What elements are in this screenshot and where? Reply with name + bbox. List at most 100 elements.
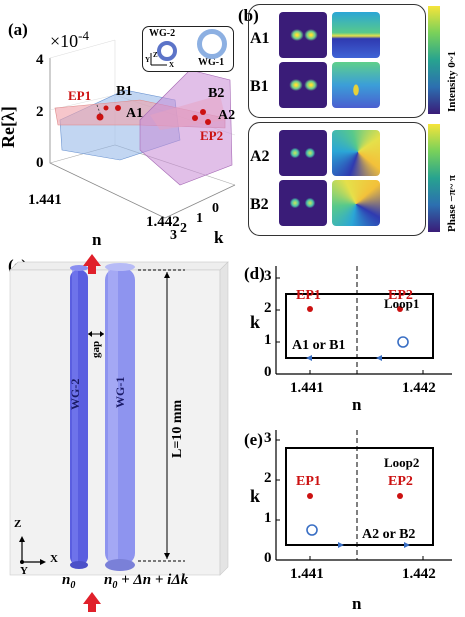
label-ep2: EP2 — [200, 128, 224, 143]
loop2-plot — [275, 430, 452, 561]
waveguide-inset: WG-2 WG-1 Y Z X — [142, 26, 234, 72]
ztick-1: 1 — [196, 211, 203, 226]
e-ytick-1: 1 — [264, 510, 272, 526]
axis-frame-right — [164, 184, 236, 219]
ep1-marker — [307, 493, 313, 499]
d-ep1-label: EP1 — [296, 288, 321, 303]
row-label-b1: B1 — [250, 78, 269, 95]
panel-a-3d-plot — [49, 39, 236, 219]
label-b1: B1 — [116, 84, 133, 99]
row-label-b2: B2 — [250, 196, 269, 213]
phase-map-a2 — [332, 130, 380, 176]
intensity-map-a1 — [279, 12, 327, 58]
axis-z-label: Z — [14, 518, 22, 530]
phase-map-a1 — [332, 12, 380, 58]
a2-point — [205, 119, 211, 125]
d-ytick-2: 2 — [264, 300, 272, 316]
label-ep1: EP1 — [68, 88, 92, 103]
svg-text:Y: Y — [145, 56, 150, 64]
panel-a-ylabel: Re[λ] — [0, 106, 18, 148]
xtick-1441: 1.441 — [28, 192, 62, 208]
ytick-4: 4 — [36, 52, 44, 68]
e-state-label: A2 or B2 — [362, 527, 416, 542]
panel-a-letter: (a) — [8, 20, 28, 39]
d-xlabel: n — [352, 395, 362, 414]
d-ytick-0: 0 — [264, 364, 272, 380]
loop1-direction-arrows — [306, 355, 382, 361]
svg-text:Z: Z — [153, 51, 158, 59]
intensity-map-b2 — [279, 180, 327, 226]
loop1-plot — [275, 266, 452, 375]
ztick-2: 2 — [180, 221, 187, 236]
axis-y-label: Y — [20, 565, 28, 577]
e-ytick-3: 3 — [264, 430, 272, 446]
panel-e-letter: (e) — [244, 430, 263, 449]
colorbar-phase-label: Phase −π~ π — [446, 174, 458, 232]
panel-d-letter: (d) — [244, 264, 265, 283]
inset-axes-icon: Y Z X — [145, 51, 174, 69]
phase-map-b2 — [332, 180, 380, 226]
panel-a-xlabel: n — [92, 230, 102, 249]
label-a2: A2 — [218, 108, 236, 123]
intensity-map-b1 — [279, 62, 327, 108]
panel-a-zlabel: k — [214, 228, 224, 247]
xtick-1442: 1.442 — [146, 214, 180, 230]
d-state-label: A1 or B1 — [292, 338, 346, 353]
d-ep2-label: EP2 — [388, 288, 413, 303]
d-xtick-1441: 1.441 — [290, 380, 324, 396]
e-ylabel: k — [250, 486, 261, 506]
colorbar-intensity — [428, 6, 440, 114]
e-xtick-1442: 1.442 — [402, 566, 436, 582]
e-xlabel: n — [352, 594, 362, 613]
colorbar-phase — [428, 124, 440, 232]
waveguide-schematic — [9, 254, 229, 612]
e-ytick-0: 0 — [264, 550, 272, 566]
mode-box-top — [248, 4, 426, 118]
colorbar-intensity-label: Intensity 0~1 — [446, 50, 458, 112]
axis-x-label: X — [50, 553, 58, 565]
ep2-marker — [397, 306, 403, 312]
inset-wg2-ring — [157, 41, 177, 61]
b1-point — [103, 105, 109, 111]
loop1-label: Loop1 — [384, 296, 420, 311]
label-b2: B2 — [208, 86, 225, 101]
e-ep1-label: EP1 — [296, 474, 321, 489]
ztick-0: 0 — [212, 201, 219, 216]
d-xtick-1442: 1.442 — [402, 380, 436, 396]
mode-box-bottom — [248, 122, 426, 236]
exponent-base: ×10 — [50, 31, 79, 51]
loop2-start-circle — [306, 524, 318, 536]
ep2-point — [192, 115, 198, 121]
label-a1: A1 — [126, 106, 144, 121]
panel-a-exponent: ×10-4 — [50, 28, 89, 52]
loop1-path — [285, 293, 434, 359]
d-ylabel: k — [250, 312, 261, 332]
ztick-3: 3 — [170, 228, 177, 243]
n0-label: n0 — [62, 572, 76, 591]
row-label-a2: A2 — [250, 148, 270, 165]
row-label-a1: A1 — [250, 30, 270, 47]
e-xtick-1441: 1.441 — [290, 566, 324, 582]
a1-point — [115, 105, 121, 111]
ytick-2: 2 — [36, 104, 44, 120]
output-arrow — [83, 254, 101, 274]
b2-point — [200, 109, 206, 115]
svg-text:X: X — [169, 61, 174, 69]
d-ytick-1: 1 — [264, 332, 272, 348]
inset-wg2-label: WG-2 — [149, 28, 176, 39]
wg1-label: WG-1 — [113, 376, 127, 408]
inset-wg1-ring — [197, 29, 227, 59]
e-ytick-2: 2 — [264, 470, 272, 486]
ep1-marker — [307, 306, 313, 312]
n-expression-label: n0 + Δn + iΔk — [104, 572, 189, 591]
input-arrow — [83, 592, 101, 612]
ytick-0: 0 — [36, 155, 44, 171]
ep1-point — [96, 113, 104, 121]
ep2-marker — [397, 493, 403, 499]
wg2-label: WG-2 — [68, 378, 82, 410]
e-ep2-label: EP2 — [388, 474, 413, 489]
phase-map-b1 — [332, 62, 380, 108]
loop2-direction-arrows — [338, 542, 410, 548]
d-ytick-3: 3 — [264, 268, 272, 284]
loop1-start-circle — [397, 336, 409, 348]
